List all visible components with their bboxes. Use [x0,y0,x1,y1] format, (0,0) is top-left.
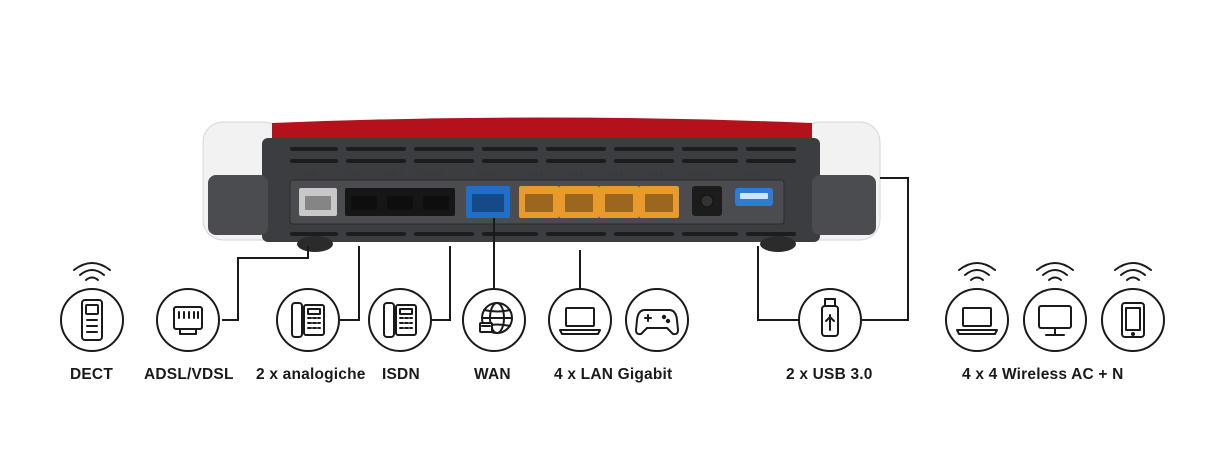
port-label-lan1: LAN 1 [524,171,544,178]
gamepad-icon [635,309,679,336]
router-port-labels: DSL FON 1 FON 2 FON S0 WAN LAN 1 LAN 2 L… [305,171,760,178]
feature-label-usb: 2 x USB 3.0 [786,366,873,383]
line-dsl [222,246,309,321]
router-ports [299,186,773,218]
port-label-dsl: DSL [305,171,319,178]
line-usb-right [862,177,909,321]
port-lan1 [519,186,559,218]
desk-phone-icon [291,302,325,338]
router-device: DSL FON 1 FON 2 FON S0 WAN LAN 1 LAN 2 L… [202,117,881,252]
monitor-icon [1038,305,1072,336]
wifi-signal-icon [1036,262,1074,281]
line-isdn [430,246,451,321]
feature-label-isdn: ISDN [382,366,420,383]
port-label-usb: USB [745,171,760,178]
port-dsl [299,188,337,216]
port-label-lan4: LAN 4 [644,171,664,178]
wifi-signal-icon [73,262,111,281]
port-lan3 [599,186,639,218]
wifi-signals [73,262,1152,281]
adsl-circle [156,288,220,352]
port-label-fon1: FON 1 [346,171,367,178]
wifi-signal-icon [958,262,996,281]
router-foot-left [297,236,333,252]
analog-circle [276,288,340,352]
ethernet-port-icon [173,306,203,335]
wan-circle [462,288,526,352]
lan-laptop-circle [548,288,612,352]
wifi-laptop-circle [945,288,1009,352]
feature-label-analog: 2 x analogiche [256,366,366,383]
router-top-red [272,117,812,142]
feature-label-lan: 4 x LAN Gigabit [554,366,673,383]
port-label-wan: WAN [477,171,493,178]
connector-lines [222,177,909,321]
wifi-tablet-circle [1101,288,1165,352]
port-label-power: Power [690,171,711,178]
router-right-foot-block [812,175,876,235]
dect-phone-icon [81,299,103,341]
wifi-signal-icon [1114,262,1152,281]
wifi-monitor-circle [1023,288,1087,352]
lan-gamepad-circle [625,288,689,352]
laptop-icon [956,307,998,335]
desk-phone-icon [383,302,417,338]
laptop-icon [559,307,601,335]
router-foot-right [760,236,796,252]
port-fons0 [417,188,455,216]
port-lan2 [559,186,599,218]
line-usb-left [757,246,798,321]
port-fon1 [345,188,383,216]
feature-label-wireless: 4 x 4 Wireless AC + N [962,366,1124,383]
router-vents-top [290,147,796,163]
router-left-foot-block [208,175,268,235]
usb-stick-icon [821,298,839,337]
port-wan [466,186,510,218]
port-fon2 [381,188,419,216]
isdn-circle [368,288,432,352]
feature-label-adsl: ADSL/VDSL [144,366,234,383]
port-label-lan3: LAN 3 [604,171,624,178]
feature-label-dect: DECT [70,366,113,383]
tablet-icon [1121,302,1145,338]
line-fon [340,246,360,321]
router-vents-bottom [290,232,796,236]
port-label-lan2: LAN 2 [564,171,584,178]
port-label-fon2: FON 2 [382,171,403,178]
port-lan4 [639,186,679,218]
globe-icon [479,302,513,334]
port-label-fons0: FON S0 [418,171,443,178]
feature-label-wan: WAN [474,366,511,383]
